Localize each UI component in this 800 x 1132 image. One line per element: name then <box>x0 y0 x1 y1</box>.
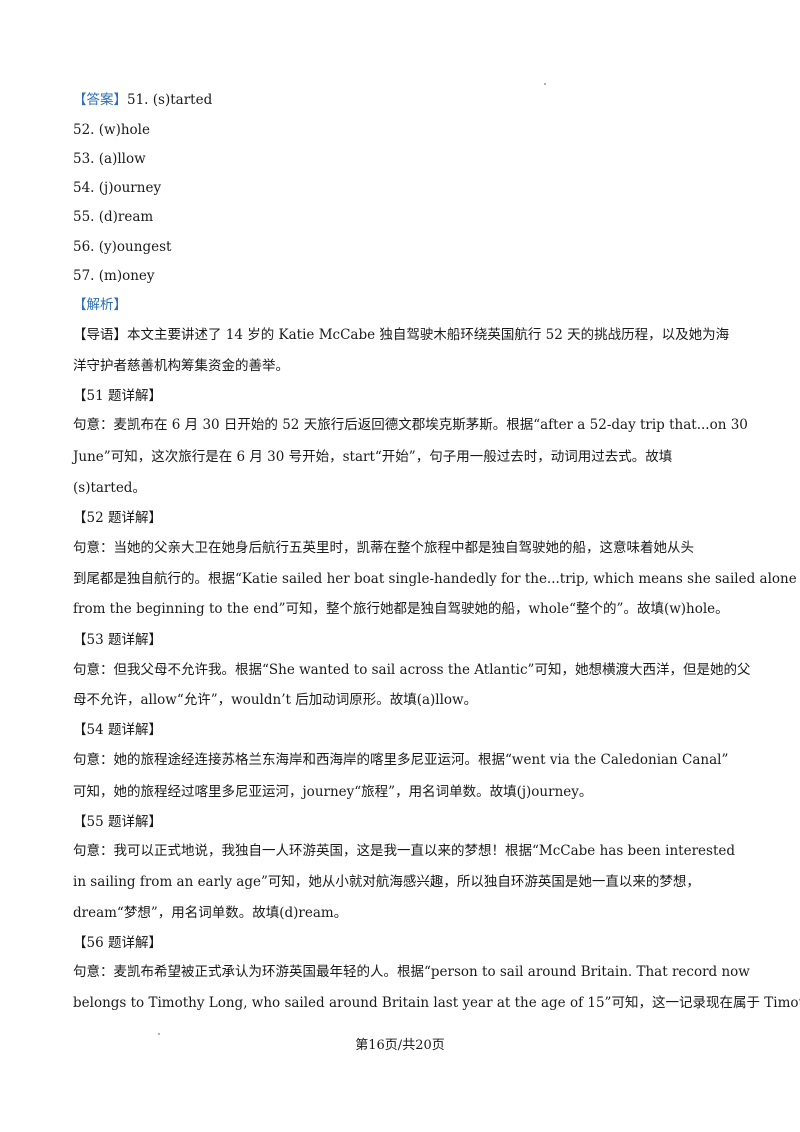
answer-item: 51. (s)tarted <box>127 92 213 108</box>
section-line: belongs to Timothy Long, who sailed arou… <box>73 995 800 1011</box>
section-line: dream“梦想”，用名词单数。故填(d)ream。 <box>73 905 348 921</box>
answer-item: 54. (j)ourney <box>73 180 162 196</box>
section-title: 【51 题详解】 <box>73 388 162 404</box>
section-line: 句意：当她的父亲大卫在她身后航行五英里时，凯蒂在整个旅程中都是独自驾驶她的船，这… <box>73 540 694 556</box>
intro-line: 洋守护者慈善机构筹集资金的善举。 <box>73 358 289 374</box>
answer-item: 52. (w)hole <box>73 122 150 138</box>
section-line: from the beginning to the end”可知，整个旅行她都是… <box>73 601 729 617</box>
answer-item: 55. (d)ream <box>73 209 154 225</box>
scan-dot <box>544 83 546 85</box>
section-line: 句意：麦凯布在 6 月 30 日开始的 52 天旅行后返回德文郡埃克斯茅斯。根据… <box>73 417 748 433</box>
section-title: 【54 题详解】 <box>73 722 162 738</box>
page-number: 第16页/共20页 <box>355 1038 445 1053</box>
analysis-label: 【解析】 <box>73 297 127 313</box>
scan-dot <box>158 1033 160 1035</box>
section-line: 母不允许，allow“允许”，wouldn’t 后加动词原形。故填(a)llow… <box>73 692 478 708</box>
answer-item: 53. (a)llow <box>73 151 146 167</box>
answer-line-51: 【答案】51. (s)tarted <box>73 90 728 110</box>
section-title: 【56 题详解】 <box>73 935 162 951</box>
section-line: (s)tarted。 <box>73 480 146 496</box>
section-line: 可知，她的旅程经过喀里多尼亚运河，journey“旅程”，用名词单数。故填(j)… <box>73 784 593 800</box>
section-line: June”可知，这次旅行是在 6 月 30 号开始，start“开始”，句子用一… <box>73 449 673 465</box>
answer-item: 57. (m)oney <box>73 268 155 284</box>
section-line: in sailing from an early age”可知，她从小就对航海感… <box>73 874 700 890</box>
answer-item: 56. (y)oungest <box>73 239 172 255</box>
section-line: 句意：我可以正式地说，我独自一人环游英国，这是我一直以来的梦想！根据“McCab… <box>73 843 736 859</box>
section-title: 【52 题详解】 <box>73 510 162 526</box>
section-line: 到尾都是独自航行的。根据“Katie sailed her boat singl… <box>73 571 797 587</box>
section-line: 句意：但我父母不允许我。根据“She wanted to sail across… <box>73 662 751 678</box>
intro-line: 【导语】本文主要讲述了 14 岁的 Katie McCabe 独自驾驶木船环绕英… <box>73 327 730 343</box>
section-line: 句意：麦凯布希望被正式承认为环游英国最年轻的人。根据“person to sai… <box>73 964 750 980</box>
section-title: 【55 题详解】 <box>73 814 162 830</box>
section-title: 【53 题详解】 <box>73 632 162 648</box>
answer-label: 【答案】 <box>73 92 127 108</box>
section-line: 句意：她的旅程途经连接苏格兰东海岸和西海岸的喀里多尼亚运河。根据“went vi… <box>73 752 729 768</box>
